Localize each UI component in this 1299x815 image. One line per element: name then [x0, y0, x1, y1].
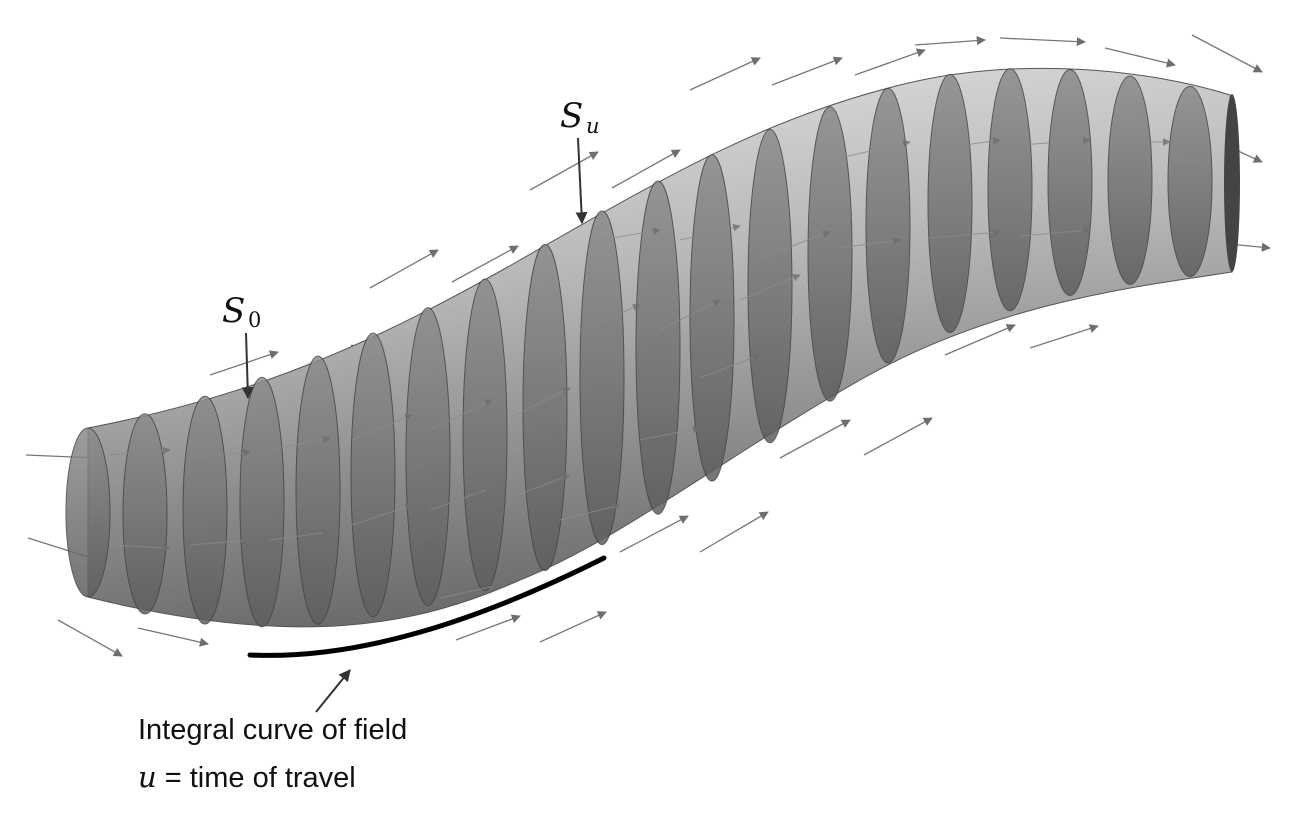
field-arrow [611, 149, 681, 189]
cross-section-slice [927, 73, 973, 333]
field-arrow [944, 324, 1016, 356]
field-arrow [579, 304, 641, 331]
cross-section-slice [182, 395, 228, 625]
cross-section-slice [1047, 69, 1093, 296]
field-arrow [269, 435, 331, 451]
field-arrow [1104, 47, 1176, 68]
field-arrow [699, 353, 761, 379]
field-arrow [619, 515, 689, 553]
field-arrow [209, 350, 279, 376]
label-s0-symbol: S [222, 291, 245, 331]
cross-section-slice [65, 427, 111, 598]
caption-var-u: u [138, 760, 157, 794]
caption-line-1: Integral curve of field [138, 714, 408, 746]
field-arrow [689, 57, 761, 91]
cross-section-slice [1167, 85, 1213, 278]
cross-section-slice [1107, 75, 1153, 285]
label-su-subscript: u [586, 114, 600, 138]
field-arrow [351, 503, 413, 526]
field-arrow [1019, 226, 1091, 237]
vector-field-arrows-foreground [109, 136, 1171, 599]
field-arrow [109, 446, 171, 456]
field-arrow [369, 249, 439, 289]
cross-section-slice [747, 128, 793, 444]
field-arrow [509, 387, 571, 419]
field-arrow [999, 37, 1086, 47]
field-arrow [1029, 324, 1099, 349]
field-arrow [137, 627, 209, 647]
field-arrow [679, 223, 741, 241]
field-arrow [739, 274, 801, 301]
integral-curve [247, 555, 607, 658]
field-arrow [779, 419, 851, 459]
caption-line-2: u = time of travel [138, 760, 356, 795]
cross-section-slices [65, 68, 1240, 628]
caption-time-of-travel: time of travel [189, 762, 356, 794]
field-arrow [639, 425, 701, 441]
field-arrow [771, 56, 843, 86]
label-su: S u [560, 96, 600, 225]
label-su-symbol: S [560, 96, 583, 136]
field-arrow [659, 299, 721, 331]
cross-section-slice [122, 413, 168, 615]
label-su-arrow [575, 137, 588, 225]
field-arrow [929, 137, 1001, 151]
cross-section-slice [635, 180, 681, 515]
label-s0-subscript: 0 [248, 308, 261, 332]
cross-section-slice [807, 106, 853, 402]
field-arrow [429, 486, 493, 511]
cross-section-slice [462, 278, 508, 592]
field-arrow [539, 611, 607, 643]
field-arrow [863, 417, 933, 456]
tube-end-cap [1224, 94, 1240, 272]
field-arrow [854, 48, 926, 76]
field-arrow [839, 237, 901, 249]
field-arrow [839, 139, 911, 159]
field-arrow [189, 536, 251, 546]
field-arrow [269, 529, 331, 541]
field-arrow [189, 448, 251, 459]
field-arrow [559, 502, 621, 521]
cross-section-slice [522, 243, 568, 572]
cross-section-slice [350, 332, 396, 618]
field-arrow [429, 399, 493, 431]
cross-section-slice [865, 87, 911, 364]
field-arrow [699, 511, 769, 553]
field-arrow [109, 543, 171, 552]
cross-section-slice [689, 154, 735, 482]
cross-section-slice [987, 68, 1033, 312]
field-arrow [1019, 136, 1091, 146]
cross-section-slice [579, 210, 625, 546]
field-arrow [509, 473, 571, 499]
field-arrow [57, 619, 123, 657]
field-arrow [451, 245, 519, 283]
field-arrow [439, 582, 501, 599]
label-s0: S 0 [222, 291, 261, 400]
cross-section-slice [239, 376, 285, 628]
cross-section-slice [295, 355, 341, 625]
caption-pointer-arrow [315, 669, 351, 713]
field-arrow [929, 228, 1001, 239]
field-arrow [351, 414, 413, 441]
field-arrow [529, 151, 599, 191]
caption-equals: = [156, 762, 190, 794]
cross-section-slice [405, 307, 451, 606]
field-arrow [914, 36, 986, 46]
label-s0-arrow [241, 332, 254, 400]
field-arrow [599, 227, 661, 241]
field-arrow [1191, 34, 1263, 73]
field-arrow [759, 230, 831, 259]
field-arrow [455, 614, 521, 641]
